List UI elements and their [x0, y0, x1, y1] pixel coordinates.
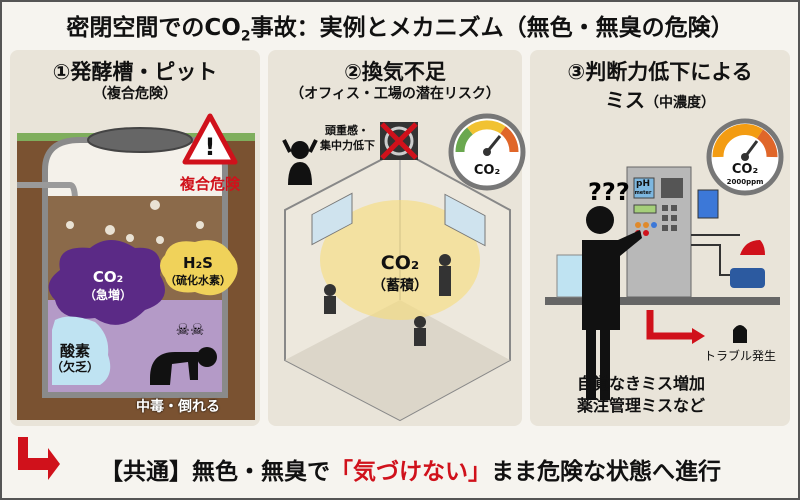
- co2-gauge-icon: [448, 113, 526, 191]
- h2s-label: H₂S: [183, 254, 213, 272]
- worker-icons: [324, 254, 451, 346]
- oxygen-label: 酸素: [59, 342, 91, 360]
- page-title: 密閉空間でのCO2事故：実例とメカニズム（無色・無臭の危険）: [66, 15, 734, 45]
- cross-icon: [380, 122, 418, 160]
- result-label-2: 薬注管理ミスなど: [577, 396, 706, 415]
- alert-beacon-icon: [733, 325, 747, 343]
- warning-triangle-icon: [182, 113, 238, 165]
- window: [311, 192, 353, 246]
- panel-heading-line2: ミス（中濃度）: [605, 88, 715, 112]
- panel-heading: ①発酵槽・ピット: [52, 60, 218, 84]
- gauge-value: 2000ppm: [726, 178, 764, 186]
- arrow-icon: [646, 310, 695, 340]
- gauge-label: CO₂: [473, 163, 501, 178]
- h2s-note: （硫化水素）: [165, 274, 231, 287]
- power-box: [697, 189, 719, 219]
- collapsed-person-icon: [150, 347, 217, 385]
- symptom-label-1: 頭重感・: [325, 124, 369, 137]
- panel-heading: ③判断力低下による: [567, 60, 753, 84]
- floor-bench: [545, 297, 780, 305]
- ph-label: pH: [636, 179, 650, 189]
- question-marks-icon: ???: [588, 178, 630, 206]
- common-conclusion: 【共通】無色・無臭で「気づけない」まま危険な状態へ進行: [100, 459, 721, 485]
- ph-label-2: meter: [634, 190, 652, 196]
- co2-label: CO₂: [380, 252, 420, 274]
- co2-cloud: [48, 240, 165, 325]
- h2s-cloud: [160, 240, 238, 296]
- panel-subheading: （オフィス・工場の潜在リスク）: [290, 86, 500, 102]
- warning-label: 複合危険: [179, 175, 241, 193]
- skull-icon: ☠☠: [176, 320, 205, 339]
- alarm-light-icon: [740, 240, 765, 255]
- co2-gauge-icon: [706, 118, 784, 196]
- ph-meter: [633, 177, 655, 199]
- headache-person-icon: [282, 139, 318, 185]
- manhole-cover: [87, 127, 193, 153]
- gauge-label: CO₂: [731, 162, 759, 177]
- trouble-label: トラブル発生: [703, 349, 777, 363]
- co2-note: （蓄積）: [372, 278, 428, 294]
- pump: [730, 268, 765, 288]
- co2-label: CO₂: [92, 268, 124, 286]
- oxygen-note: （欠乏）: [50, 360, 100, 374]
- bubbles: [66, 200, 204, 244]
- symptom-label-2: 集中力低下: [320, 139, 375, 152]
- co2-note: （急増）: [83, 288, 133, 302]
- oxygen-cloud: [52, 316, 111, 385]
- confused-person-icon: [582, 206, 642, 400]
- result-label-1: 自覚なきミス増加: [577, 374, 706, 393]
- result-label: 中毒・倒れる: [136, 399, 220, 415]
- panel-subheading: （複合危険）: [93, 86, 177, 102]
- svg-text:!: !: [205, 133, 216, 161]
- window: [444, 193, 486, 247]
- panel-heading: ②換気不足: [344, 60, 446, 84]
